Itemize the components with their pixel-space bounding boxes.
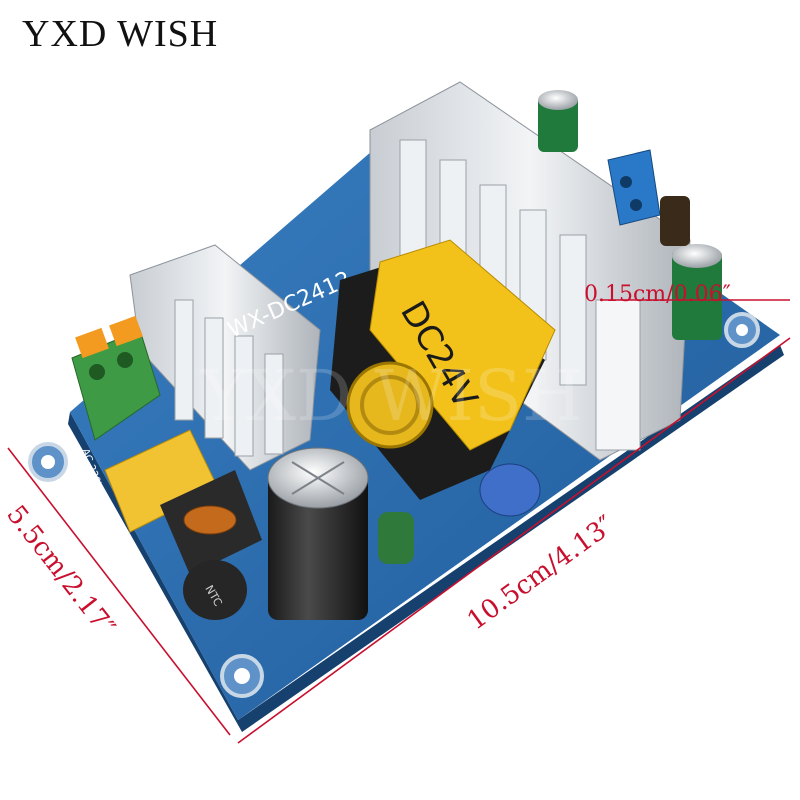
main-capacitor [267,447,369,620]
brand-logo: YXD WISH [22,13,219,55]
output-terminal [607,149,661,226]
watermark: YXD WISH [199,355,583,437]
green-capacitor [378,512,414,564]
output-capacitors [538,90,722,340]
transformer: DC24V [330,239,556,500]
small-heatsink [129,244,321,471]
mounting-holes [28,312,760,698]
ntc-thermistor [183,560,247,620]
thickness-dimension: 0.15cm/0.06″ [584,282,731,307]
y-capacitor [479,463,541,517]
input-terminal [71,315,161,441]
choke-inductor [160,470,262,575]
dimension-lines [7,299,791,744]
